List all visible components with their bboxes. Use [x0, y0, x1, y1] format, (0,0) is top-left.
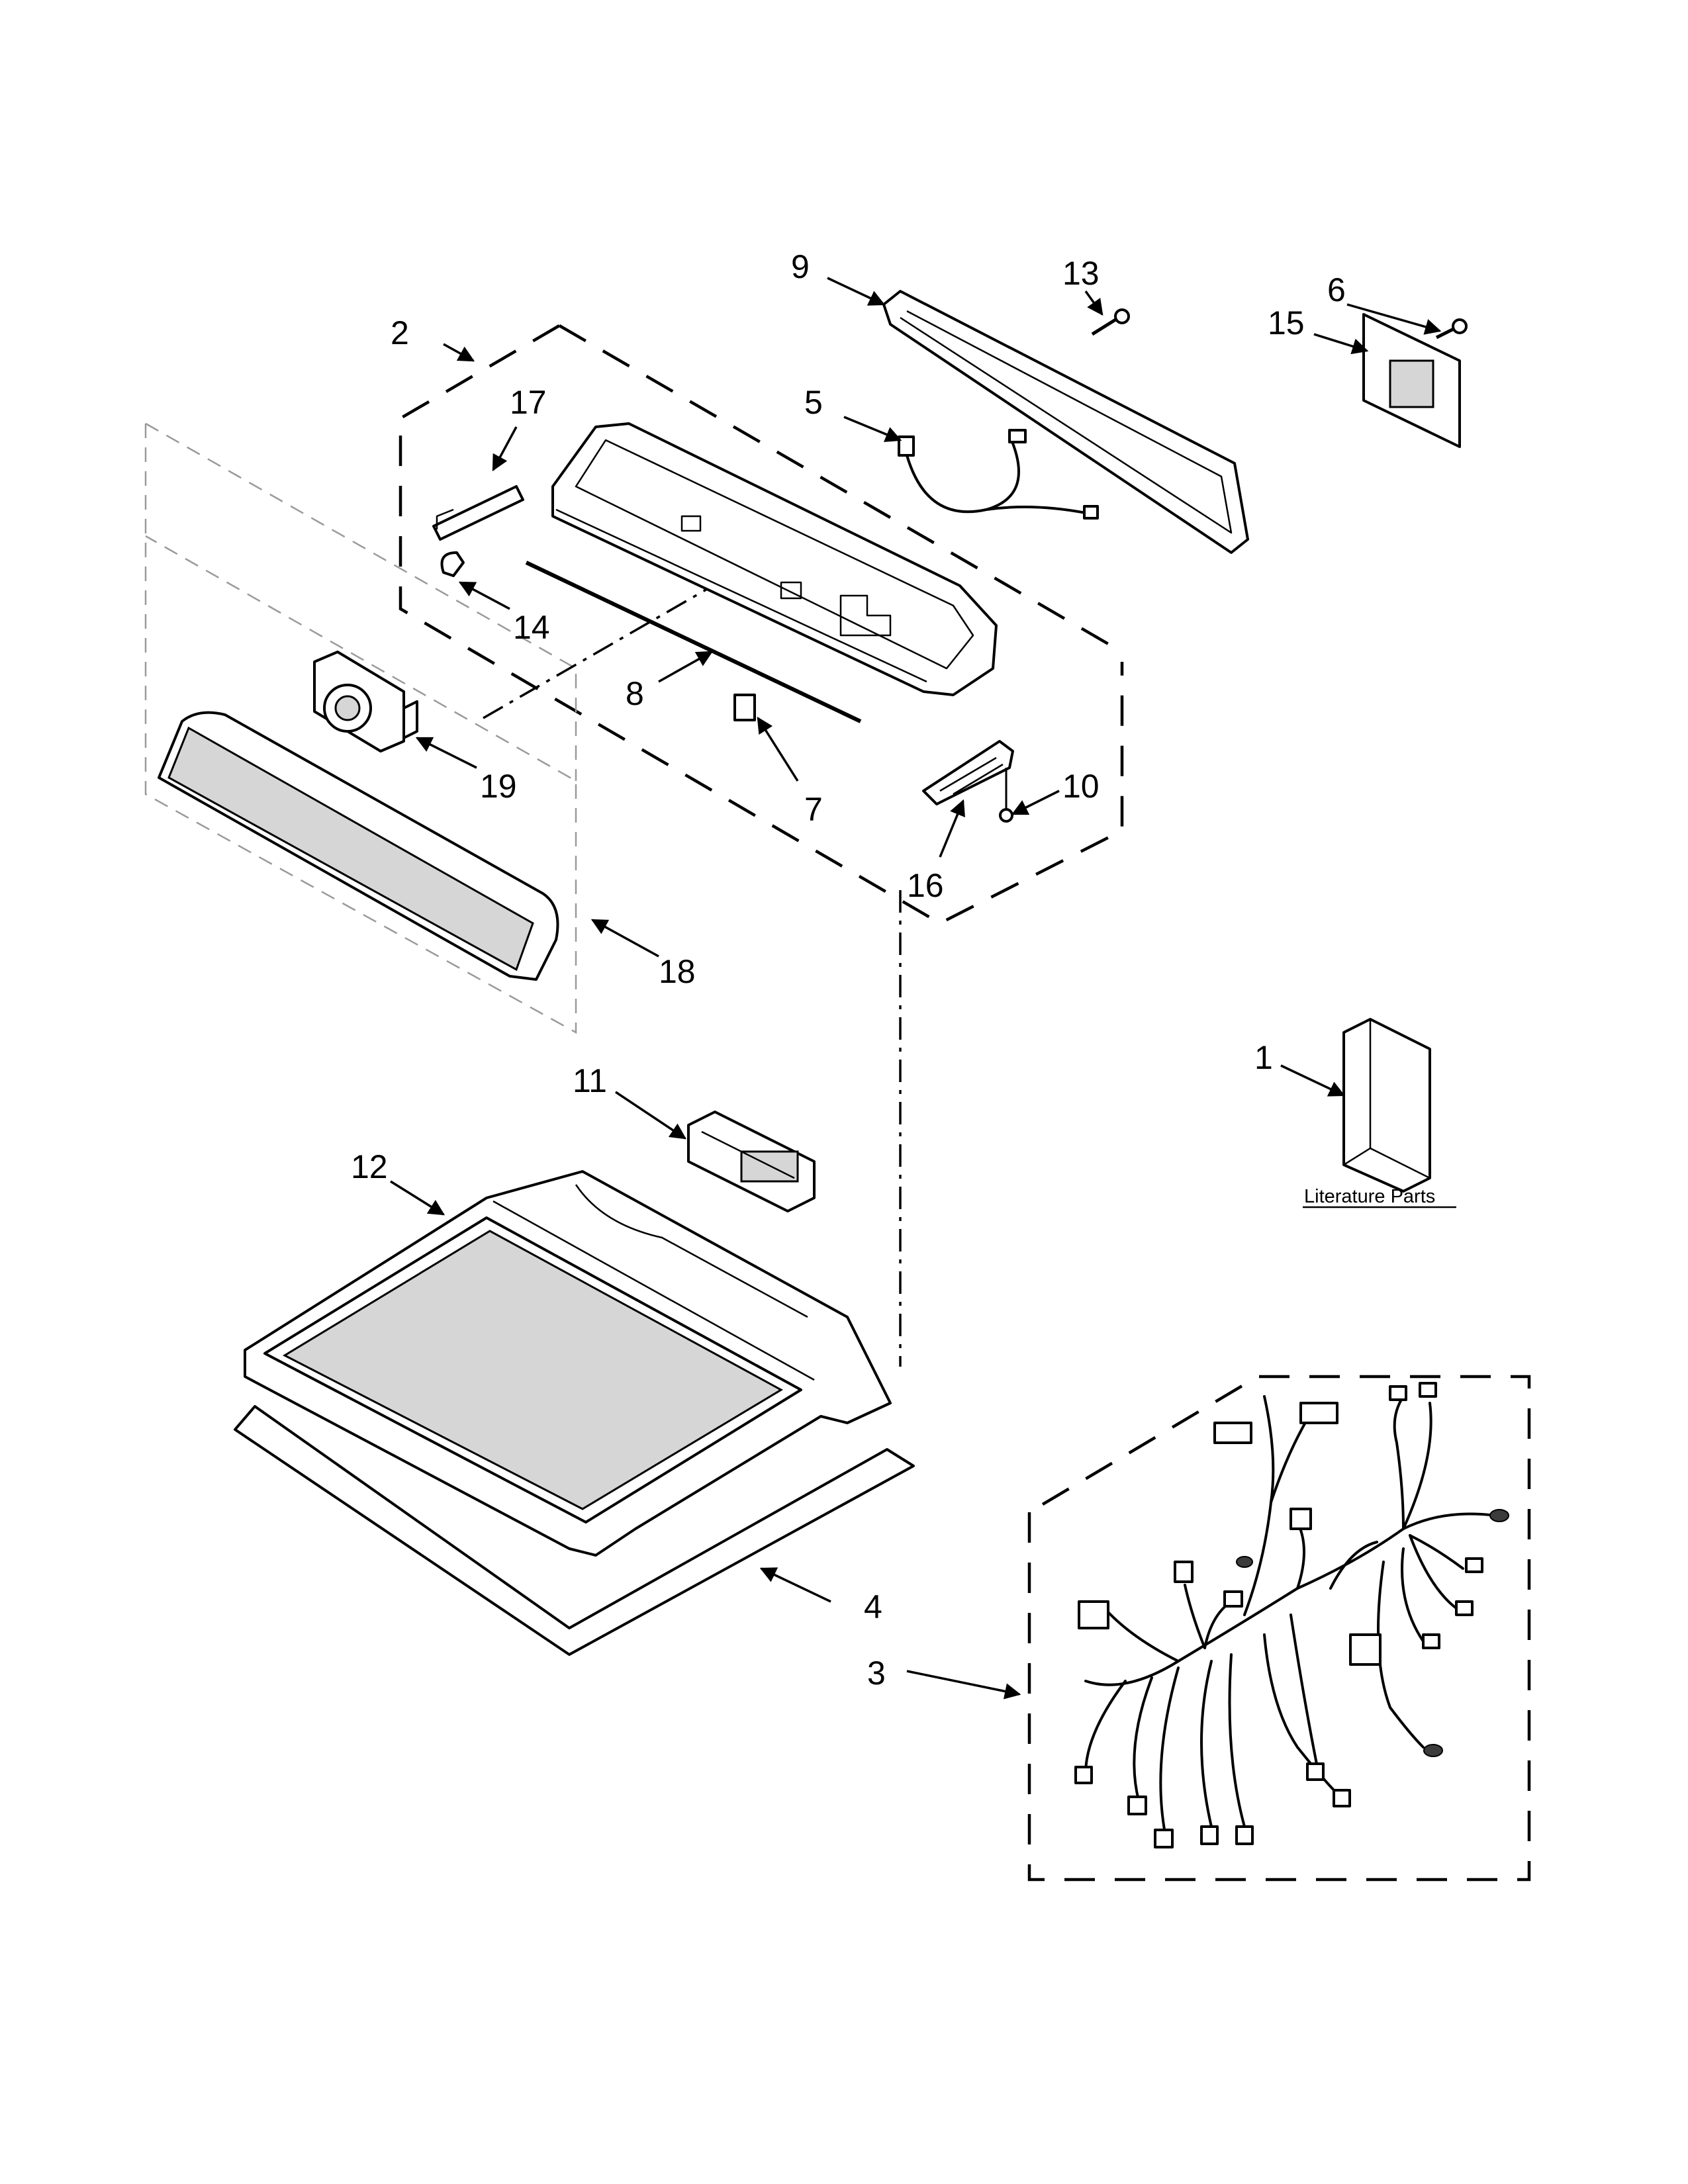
callout-18: 18	[659, 953, 696, 990]
bracket-16	[922, 740, 1014, 805]
callout-5: 5	[804, 384, 823, 421]
callout-2: 2	[391, 314, 409, 351]
top-panel-12	[244, 1170, 892, 1557]
callout-1: 1	[1254, 1039, 1273, 1076]
screw-10	[999, 768, 1013, 823]
console-assembly-boundary	[399, 324, 1124, 925]
callout-12: 12	[351, 1148, 388, 1185]
callout-19: 19	[480, 768, 517, 805]
bracket-15	[1362, 313, 1461, 448]
console-back-9	[882, 290, 1249, 554]
wire-harness-boundary	[1027, 1375, 1531, 1882]
leader-lines	[390, 277, 1442, 1700]
top-pad-4	[234, 1405, 915, 1656]
callout-6: 6	[1327, 271, 1346, 308]
literature-booklet-1	[1342, 1018, 1431, 1193]
callout-13: 13	[1062, 255, 1100, 292]
callout-17: 17	[510, 384, 547, 421]
clip-7	[733, 694, 756, 721]
callout-11: 11	[573, 1062, 607, 1099]
control-board-11	[687, 1111, 816, 1212]
clip-14	[440, 551, 465, 577]
callout-labels: 2 17 14 8 7 19 18 9 13 5 6 15 10 16 11 1…	[351, 248, 1346, 1692]
callout-4: 4	[864, 1588, 882, 1625]
module-19	[313, 651, 418, 752]
callout-15: 15	[1268, 304, 1305, 341]
literature-parts-label: Literature Parts	[1304, 1186, 1435, 1207]
callout-10: 10	[1062, 768, 1100, 805]
wire-5	[898, 429, 1099, 520]
screw-6	[1435, 318, 1468, 340]
callout-9: 9	[791, 248, 810, 285]
bracket-17	[432, 485, 524, 541]
callout-16: 16	[907, 867, 944, 904]
wire-harness-3	[1074, 1382, 1509, 1848]
screw-13	[1091, 308, 1130, 336]
console-panel	[551, 422, 998, 696]
callout-7: 7	[804, 791, 823, 828]
callout-8: 8	[626, 675, 644, 712]
console-trim-strip	[525, 561, 862, 723]
end-cap-group-boundary	[144, 422, 577, 1034]
callout-14: 14	[513, 609, 550, 646]
end-cap-18	[158, 711, 559, 981]
callout-3: 3	[867, 1655, 886, 1692]
